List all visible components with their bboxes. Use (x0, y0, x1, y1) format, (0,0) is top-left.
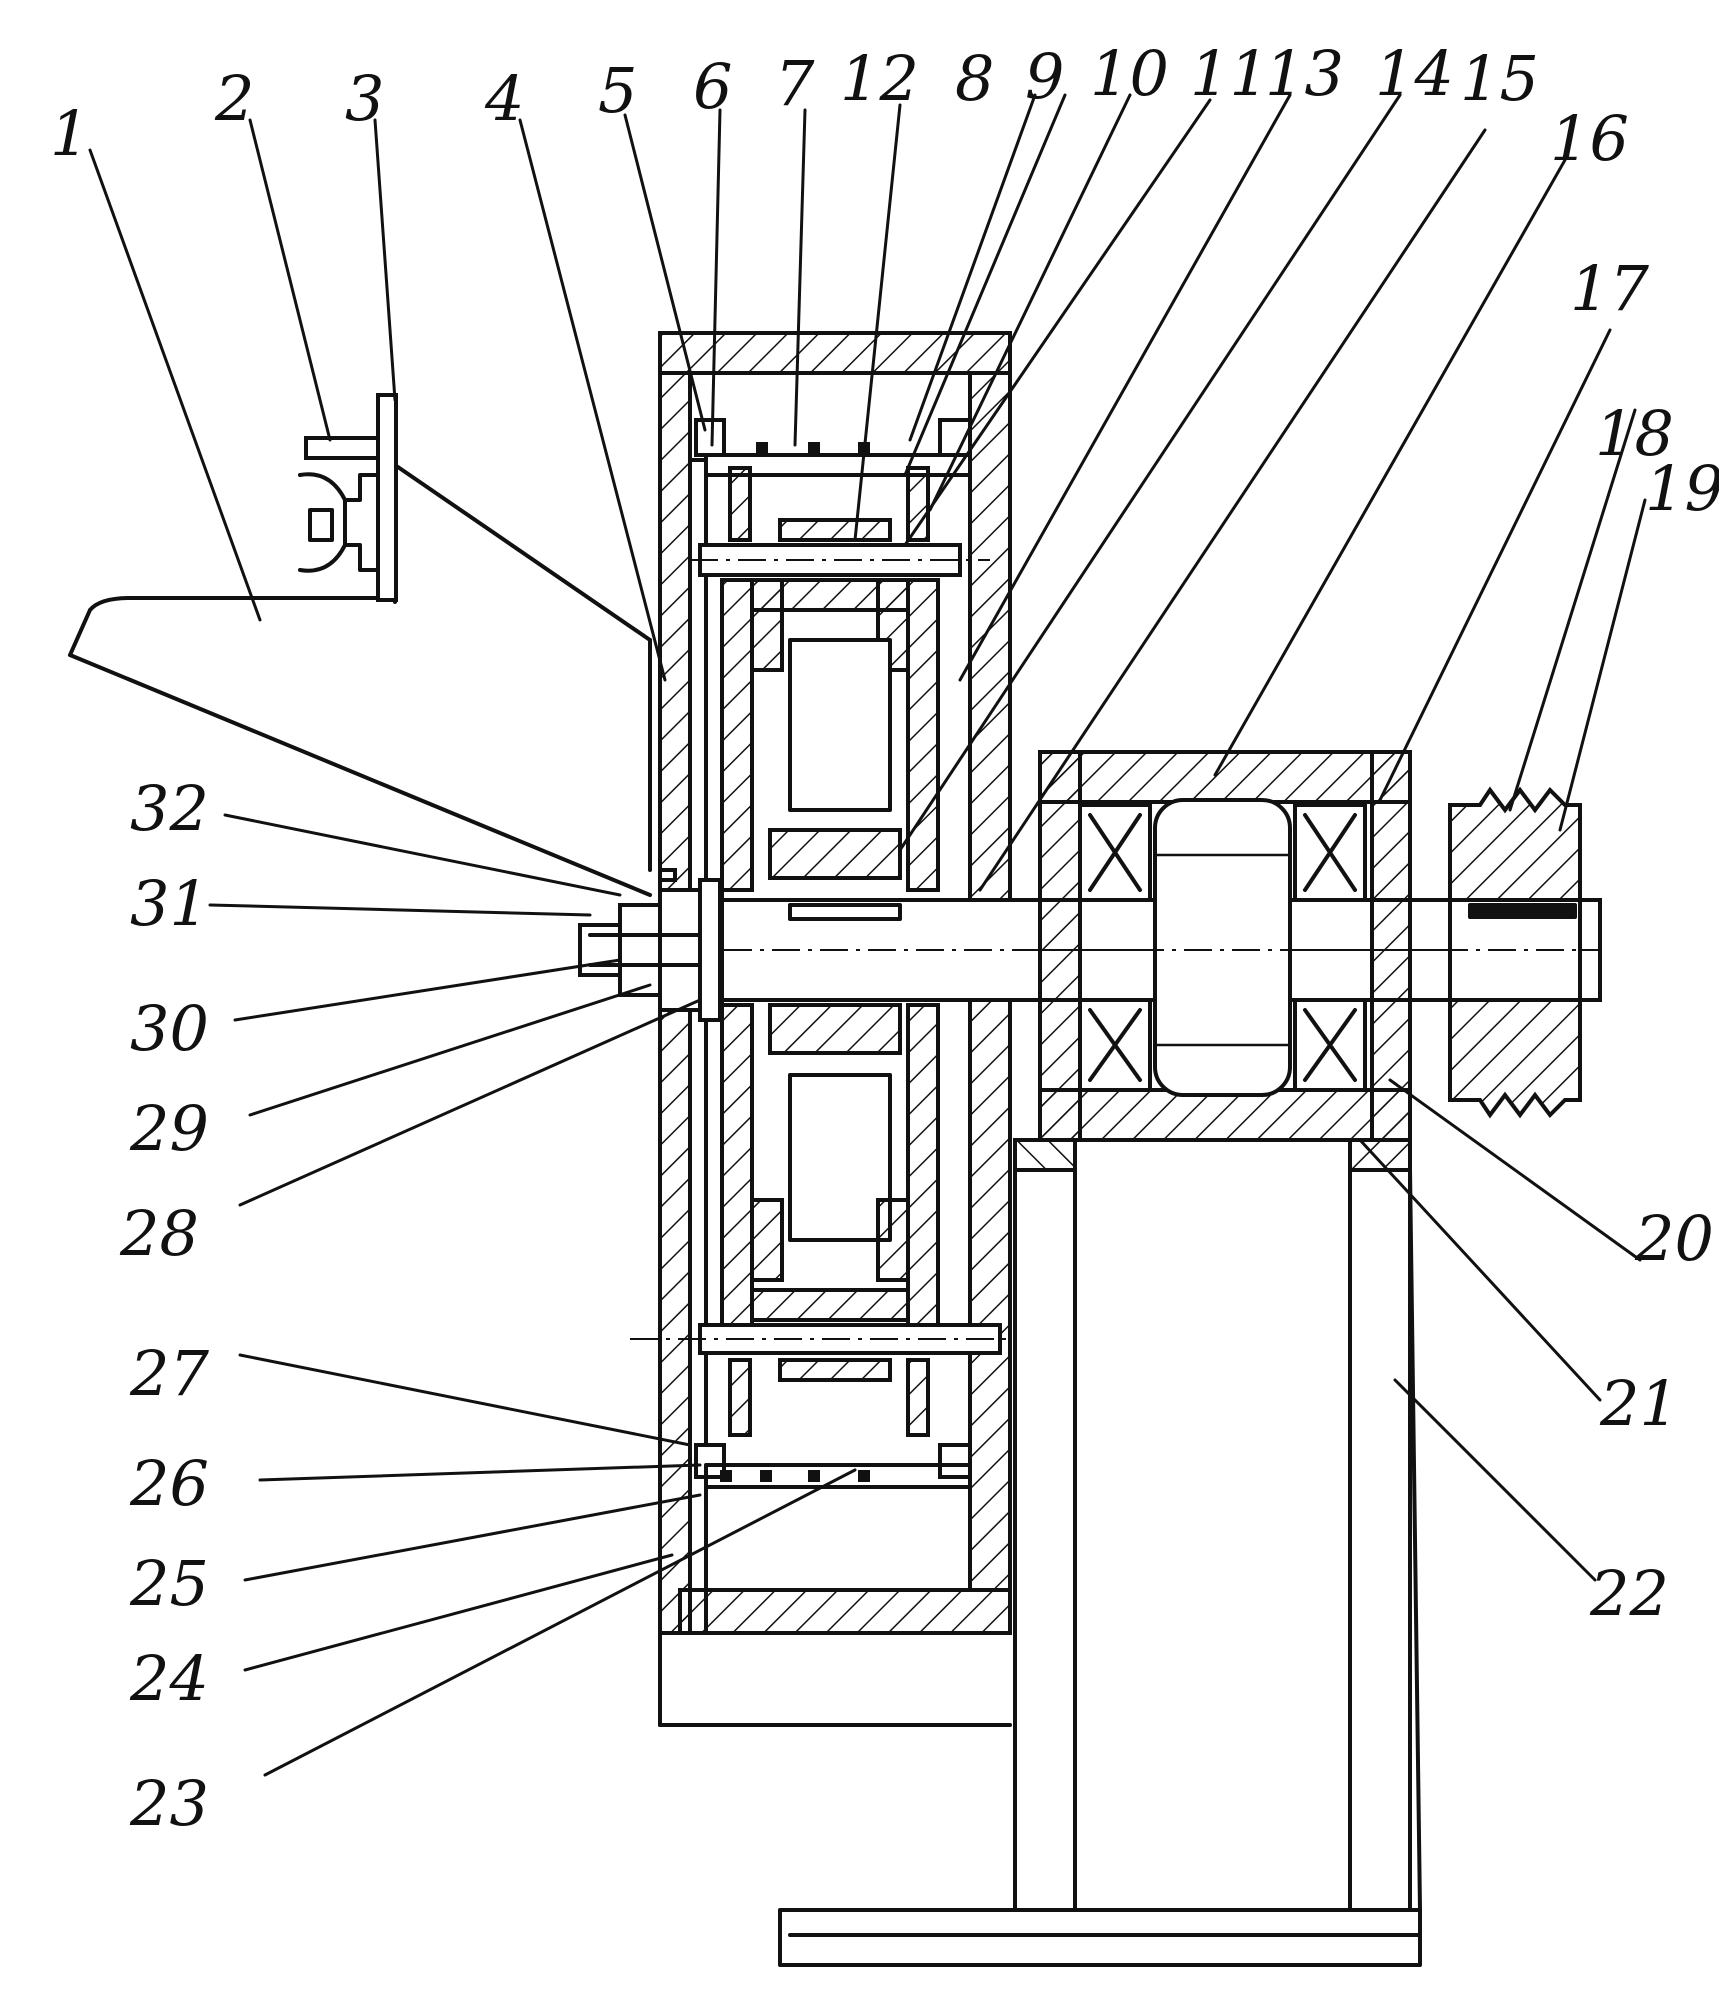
label-24: 24 (129, 1642, 209, 1715)
label-30: 30 (130, 992, 209, 1065)
label-5: 5 (598, 54, 637, 127)
top-ring-assembly (696, 420, 970, 540)
bottom-cover (680, 1590, 1010, 1633)
label-28: 28 (119, 1197, 199, 1270)
label-10: 10 (1090, 37, 1169, 110)
label-29: 29 (129, 1092, 209, 1165)
wing-nut-fixture (300, 395, 396, 600)
label-12: 12 (840, 42, 919, 115)
label-8: 8 (955, 42, 994, 115)
label-4: 4 (484, 62, 524, 135)
label-26: 26 (129, 1447, 209, 1520)
label-14: 14 (1375, 37, 1454, 110)
label-22: 22 (1589, 1557, 1669, 1630)
label-3: 3 (345, 62, 384, 135)
v-belt-pulley (1440, 790, 1600, 1115)
label-25: 25 (129, 1547, 209, 1620)
label-23: 23 (129, 1767, 209, 1840)
label-15: 15 (1460, 42, 1539, 115)
label-7: 7 (775, 47, 815, 120)
label-11: 11 (1190, 37, 1269, 110)
label-13: 13 (1265, 37, 1344, 110)
label-27: 27 (129, 1337, 209, 1410)
planet-shaft-upper (690, 545, 990, 575)
label-21: 21 (1599, 1367, 1679, 1440)
label-32: 32 (130, 772, 209, 845)
label-19: 19 (1645, 452, 1719, 525)
label-1: 1 (50, 97, 89, 170)
label-6: 6 (693, 50, 732, 123)
label-9: 9 (1025, 40, 1064, 113)
inner-plate (690, 460, 706, 1590)
label-2: 2 (214, 62, 254, 135)
label-16: 16 (1550, 102, 1629, 175)
label-17: 17 (1570, 252, 1649, 325)
label-31: 31 (130, 867, 209, 940)
eccentric-block (1155, 800, 1290, 1095)
label-20: 20 (1634, 1202, 1714, 1275)
bottom-ring-assembly (696, 1360, 970, 1487)
